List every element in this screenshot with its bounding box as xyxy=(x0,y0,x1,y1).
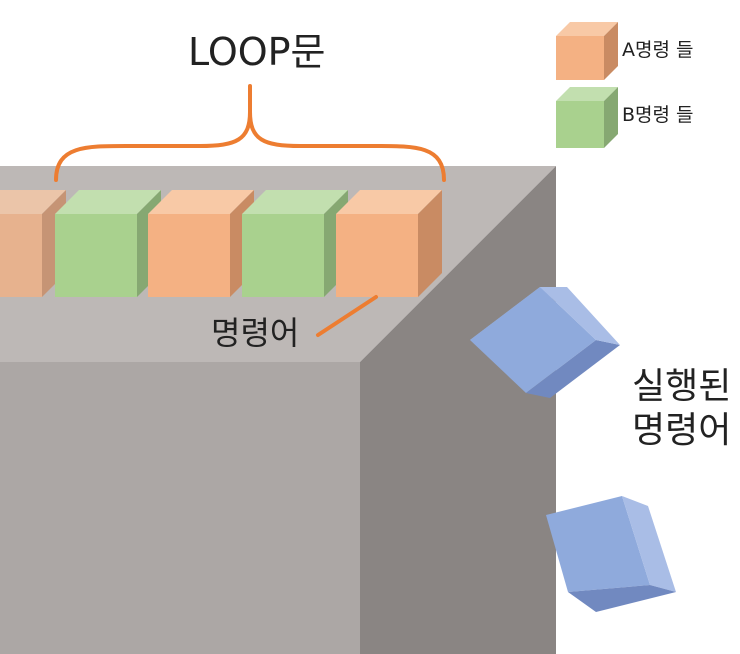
loop-cube-4-top xyxy=(242,190,348,214)
legend-cube-a xyxy=(556,22,618,80)
executed-cube-1 xyxy=(470,287,620,398)
loop-cube-4-front xyxy=(242,214,324,297)
executed-cube-2 xyxy=(546,496,676,612)
executed-cube-2-bottom xyxy=(568,585,676,612)
legend-cube-b xyxy=(556,87,618,148)
loop-cube-1-front xyxy=(0,214,42,297)
instruction-pointer-line xyxy=(316,295,378,337)
executed-cube-1-front xyxy=(470,287,596,393)
legend xyxy=(556,22,618,148)
loop-label: LOOP문 xyxy=(188,30,326,74)
legend-cube-a-shape-top xyxy=(556,22,618,36)
legend-cube-b-shape-top xyxy=(556,87,618,101)
executed-cube-1-side xyxy=(526,340,620,398)
loop-cubes xyxy=(0,190,442,297)
loop-cube-3-top xyxy=(148,190,254,214)
legend-label-b: B명령 들 xyxy=(622,104,694,126)
legend-cube-a-shape-front xyxy=(556,36,604,80)
legend-cube-b-shape-side xyxy=(604,87,618,148)
executed-label-line2: 명령어 xyxy=(632,410,732,451)
loop-brace xyxy=(54,84,446,182)
legend-cube-a-shape-side xyxy=(604,22,618,80)
loop-cube-5 xyxy=(336,190,442,297)
executed-cube-2-front xyxy=(546,496,650,592)
executed-label-line1: 실행된 xyxy=(632,366,732,407)
box-side-face xyxy=(360,166,556,654)
legend-cube-a-shape xyxy=(556,22,618,80)
legend-label-a: A명령 들 xyxy=(622,39,694,61)
loop-cube-5-front xyxy=(336,214,418,297)
loop-cube-5-side xyxy=(418,190,442,297)
loop-cube-3-front xyxy=(148,214,230,297)
legend-cube-b-shape-front xyxy=(556,101,604,148)
loop-cube-2-top xyxy=(55,190,161,214)
box-front-face xyxy=(0,362,360,654)
loop-cube-2 xyxy=(55,190,161,297)
legend-cube-b-shape xyxy=(556,87,618,148)
loop-cube-1-top xyxy=(0,190,66,214)
executed-cube-1-top-right xyxy=(540,287,620,345)
loop-cube-4 xyxy=(242,190,348,297)
loop-cube-3 xyxy=(148,190,254,297)
executed-cube-2-side xyxy=(622,496,676,592)
loop-cube-2-front xyxy=(55,214,137,297)
instruction-label: 명령어 xyxy=(211,314,300,352)
loop-cube-5-top xyxy=(336,190,442,214)
